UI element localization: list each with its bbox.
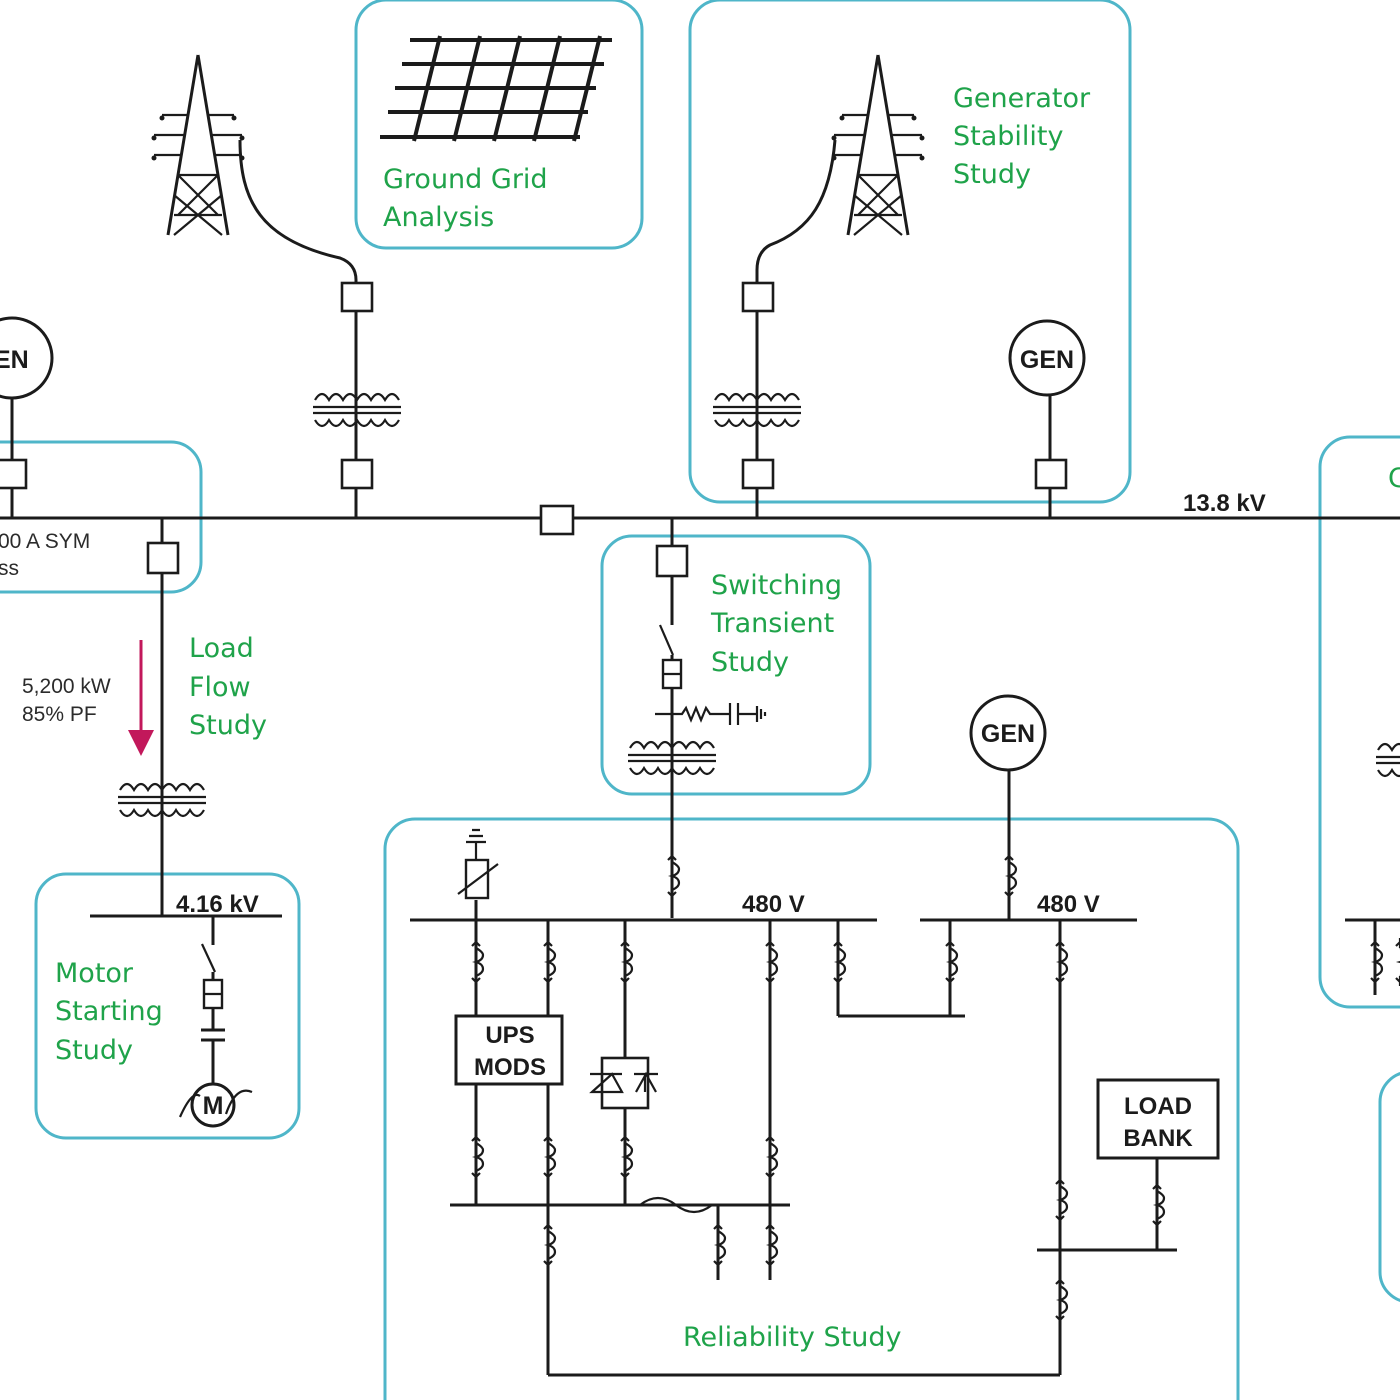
- surge-capacitor-branch: [655, 703, 767, 725]
- reliability-study-title: Reliability Study: [683, 1322, 901, 1353]
- generator-stability-title-line3: Study: [953, 159, 1031, 190]
- utility-right-breaker-top: [741, 281, 775, 313]
- transmission-tower-right: [830, 53, 926, 237]
- bus-13-8kv-label: 13.8 kV: [1183, 490, 1266, 517]
- short-circuit-line2: ss: [0, 557, 19, 580]
- switching-transient-title-line1: Switching: [711, 570, 842, 601]
- motor-starting-title-line2: Starting: [55, 996, 163, 1027]
- bus-480v-right-label: 480 V: [1037, 891, 1100, 918]
- ups-label-line2: MODS: [474, 1054, 546, 1081]
- transmission-tower-left: [150, 53, 246, 237]
- utility-left-breaker-top: [340, 281, 374, 313]
- generator-lv-label: GEN: [981, 720, 1035, 748]
- bus-480v-left-label: 480 V: [742, 891, 805, 918]
- generator-stability-title-line2: Stability: [953, 121, 1064, 152]
- switching-transient-study-box: [600, 534, 872, 796]
- load-flow-title-line2: Flow: [189, 672, 251, 703]
- generator-right-label: GEN: [1020, 346, 1074, 374]
- generator-stability-title-line1: Generator: [953, 83, 1091, 114]
- ups-mods-box: [454, 1014, 564, 1086]
- motor-starting-title-line1: Motor: [55, 958, 134, 989]
- right-partial-transformer: [1374, 742, 1400, 778]
- motor: [190, 1082, 236, 1128]
- load-bank-label-line2: BANK: [1123, 1125, 1193, 1152]
- switching-feeder-breaker: [655, 544, 689, 578]
- motor-starting-study-box: [34, 872, 301, 1140]
- right-study-box-partial-lower: [1378, 1072, 1400, 1302]
- generator-stability-study-box: [688, 0, 1132, 504]
- switching-transient-title-line2: Transient: [710, 608, 834, 639]
- bus-4-16kv-label: 4.16 kV: [176, 891, 259, 918]
- load-pf: 85% PF: [22, 703, 97, 726]
- short-circuit-line1: 00 A SYM: [0, 530, 90, 553]
- bus-tie-breaker: [539, 504, 575, 536]
- load-bank-label-line1: LOAD: [1124, 1093, 1192, 1120]
- load-flow-title-line1: Load: [189, 633, 254, 664]
- right-study-box-partial: [1318, 435, 1400, 1009]
- generator-left-breaker: [0, 458, 28, 490]
- ground-grid-study-box: [354, 0, 644, 250]
- generator-right: [1008, 319, 1086, 397]
- ground-grid-title-line2: Analysis: [383, 202, 494, 233]
- right-study-title-partial: C: [1388, 463, 1400, 494]
- generator-left-label: EN: [0, 346, 29, 374]
- switching-transient-title-line3: Study: [711, 647, 789, 678]
- utility-left-breaker-bottom: [340, 458, 374, 490]
- motor-starting-title-line3: Study: [55, 1035, 133, 1066]
- utility-right-breaker-bottom: [741, 458, 775, 490]
- generator-right-breaker: [1034, 458, 1068, 490]
- load-feeder-breaker: [146, 541, 180, 575]
- load-bank-box: [1096, 1078, 1220, 1160]
- ups-label-line1: UPS: [485, 1022, 534, 1049]
- reliability-study-box: [383, 817, 1240, 1400]
- generator-left: [0, 316, 54, 400]
- load-flow-title-line3: Study: [189, 710, 267, 741]
- ground-grid-mesh: [380, 35, 612, 142]
- right-partial-fuse-2: [1394, 936, 1400, 988]
- ground-grid-title-line1: Ground Grid: [383, 164, 548, 195]
- motor-label: M: [203, 1092, 224, 1120]
- load-power: 5,200 kW: [22, 675, 111, 698]
